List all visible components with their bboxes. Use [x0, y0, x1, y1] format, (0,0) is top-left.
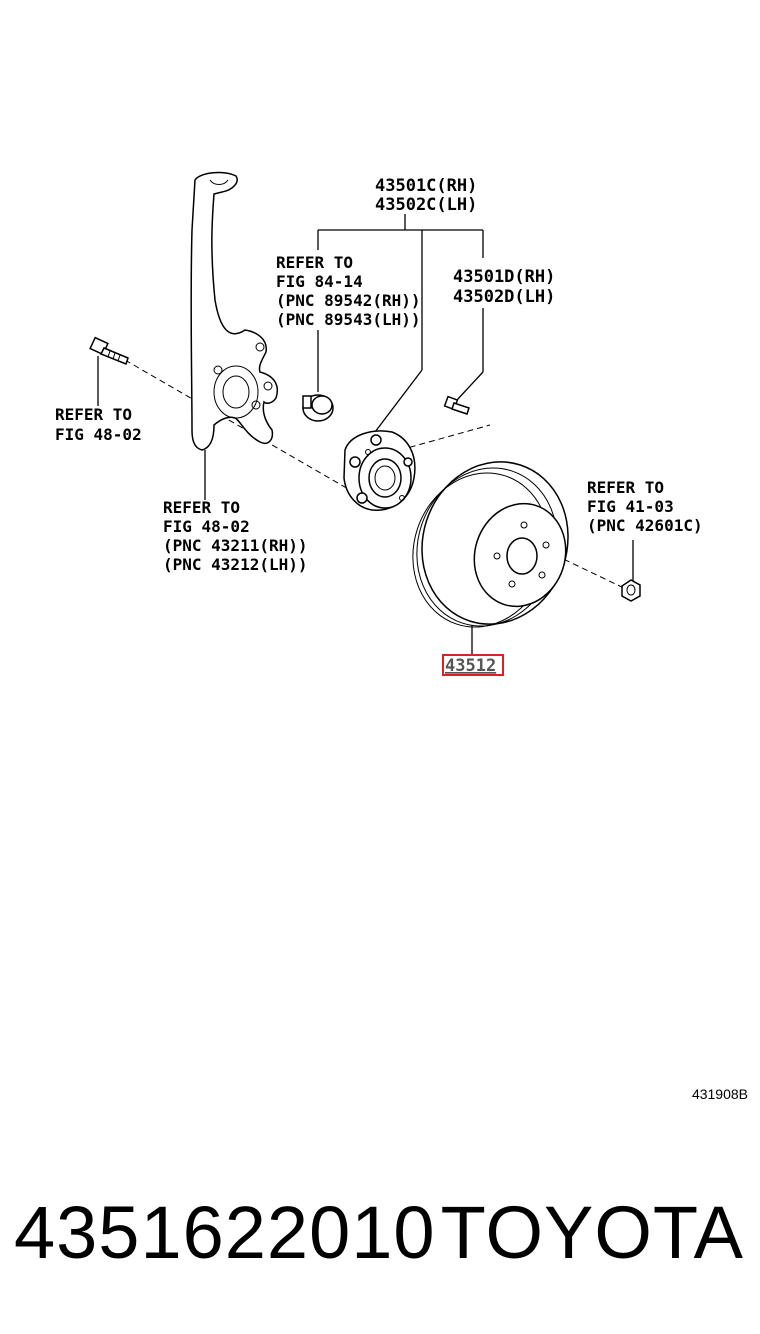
- callout-nut-fig: FIG 41-03: [587, 497, 674, 516]
- assembly-axis: [124, 359, 629, 591]
- callout-knuckle-refer: REFER TO: [163, 498, 240, 517]
- hub-nut: [621, 579, 641, 602]
- callout-hub-d-rh: 43501D(RH): [453, 267, 555, 287]
- callout-hub-rh: 43501C(RH): [375, 176, 477, 196]
- callout-nut-pnc: (PNC 42601C): [587, 516, 703, 535]
- callout-sensor-fig: FIG 84-14: [276, 272, 363, 291]
- speed-sensor-part: [302, 394, 334, 422]
- knuckle-bolt: [89, 336, 129, 365]
- steering-knuckle: [190, 171, 279, 451]
- brake-disc: [412, 461, 569, 628]
- parts-diagram: 43501C(RH) 43502C(LH) REFER TO FIG 84-14…: [55, 171, 703, 676]
- leader-lines: [97, 214, 634, 655]
- callout-knuckle-pnc-rh: (PNC 43211(RH)): [163, 536, 308, 555]
- callout-hub-lh: 43502C(LH): [375, 195, 477, 215]
- callout-sensor-pnc-rh: (PNC 89542(RH)): [276, 291, 421, 310]
- callout-knuckle-pnc-lh: (PNC 43212(LH)): [163, 555, 308, 574]
- callout-bolt-refer: REFER TO: [55, 405, 132, 424]
- brand-name: TOYOTA: [440, 1191, 744, 1274]
- callout-knuckle-fig: FIG 48-02: [163, 517, 250, 536]
- callout-sensor-refer: REFER TO: [276, 253, 353, 272]
- hub-bearing-assembly: [343, 430, 416, 511]
- callout-bolt-fig: FIG 48-02: [55, 425, 142, 444]
- callout-nut-refer: REFER TO: [587, 478, 664, 497]
- disc-highlight-box: [442, 654, 504, 676]
- figure-code: 431908B: [691, 1086, 748, 1102]
- callout-hub-d-lh: 43502D(LH): [453, 287, 555, 307]
- part-number: 4351622010: [14, 1191, 436, 1274]
- hub-bolt: [443, 395, 470, 415]
- callout-disc[interactable]: 43512: [445, 656, 496, 676]
- callout-sensor-pnc-lh: (PNC 89543(LH)): [276, 310, 421, 329]
